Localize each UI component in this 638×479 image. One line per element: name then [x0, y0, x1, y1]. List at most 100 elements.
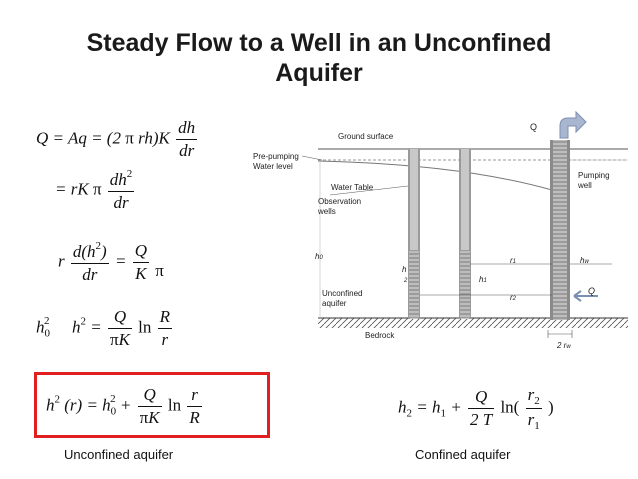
discharge-arrow [559, 110, 587, 139]
eq2-num-text: dh [109, 170, 127, 189]
eq1-num: dh [176, 118, 198, 140]
caption-confined: Confined aquifer [415, 447, 511, 462]
label-observation-1: Observation [318, 197, 362, 206]
eq6-close: ) [547, 397, 554, 417]
label-h0: h0 [315, 252, 323, 263]
eq5-den-text: K [148, 408, 160, 427]
eq3-num: d(h2) [70, 240, 109, 264]
eq5-sup: 2 [110, 393, 116, 406]
eq6-rnum: r2 [525, 385, 542, 409]
eq4-rfraction: R r [157, 307, 173, 350]
eq6-fraction: Q 2 T [467, 387, 495, 430]
r1-sub: 1 [512, 259, 517, 265]
eq6-equals: = h [416, 397, 441, 417]
eq5-plus: + [119, 395, 132, 415]
eq5-arg: (r) = h [64, 395, 111, 415]
eq6-rfraction: r2 r 1 [525, 385, 542, 432]
rw-sub: w [566, 344, 571, 350]
label-pumping-well: Pumping well [578, 171, 610, 191]
eq3-num-close: ) [101, 242, 107, 261]
eq5-rfraction: r R [187, 385, 202, 428]
label-r2: r2 [510, 293, 516, 304]
eq6-sub: 1 [440, 407, 446, 420]
eq5-den: πK [138, 407, 162, 428]
eq3-rnum: Q [132, 241, 149, 263]
eq3-fraction: d(h2) dr [70, 240, 109, 285]
equation-unconfined-result: h2 (r) = h02 + Q πK ln r R [46, 385, 204, 428]
eq2-num: dh2 [107, 168, 135, 192]
eq4-h2-sup: 2 [80, 315, 87, 328]
pre-pumping-leader [301, 155, 323, 161]
label-ground-surface: Ground surface [338, 132, 394, 141]
eq3-num-text: d(h [72, 242, 96, 261]
pi-symbol: π [109, 330, 119, 349]
eq2-num-sup: 2 [126, 168, 133, 180]
eq5-sub: 0 [110, 405, 117, 418]
eq2-den: dr [113, 193, 129, 212]
equation-integrated: h02 h2 = Q πK ln R r [36, 307, 174, 350]
eq4-equals: = [90, 317, 102, 337]
eq5-rden: R [189, 408, 200, 427]
label-pumping-1: Pumping [578, 171, 610, 180]
r2-sub: 2 [512, 296, 517, 302]
eq5-h-sup: 2 [54, 393, 61, 406]
equation-darcy-flow: Q = Aq = (2 π rh)K dh dr [36, 118, 199, 161]
eq6-rden-sub: 1 [534, 420, 540, 432]
eq6-rnum-text: r [527, 385, 535, 404]
label-unconfined-2: aquifer [322, 299, 347, 308]
h0-text: h [315, 252, 320, 261]
eq4-h-sup: 2 [44, 315, 50, 328]
eq6-plus: + [450, 397, 462, 417]
label-pre-pumping-1: Pre-pumping [253, 152, 299, 161]
eq1-den: dr [179, 141, 195, 160]
eq4-h-sub: 0 [44, 327, 51, 340]
eq6-h: h [398, 397, 407, 417]
r2-text: r [510, 293, 513, 302]
eq6-den: 2 T [468, 409, 494, 430]
label-observation-2: wells [318, 207, 336, 216]
caption-unconfined: Unconfined aquifer [64, 447, 174, 462]
eq3-rden: K [135, 264, 147, 283]
label-q-side: Q [588, 286, 596, 296]
eq6-den-text: 2 T [469, 410, 493, 429]
eq3-den: dr [82, 265, 98, 284]
r1-text: r [510, 256, 513, 265]
pi-symbol: π [155, 261, 164, 281]
label-observation-wells: Observation wells [318, 197, 361, 217]
eq4-den: πK [108, 329, 132, 350]
eq6-h-sub: 2 [406, 407, 413, 420]
eq3-num-sup: 2 [95, 240, 102, 252]
h2-text: h [402, 265, 407, 274]
inflow-arrow [573, 290, 598, 302]
eq3-equals: = [114, 251, 127, 271]
label-water-table: Water Table [331, 183, 374, 192]
eq4-ln: ln [138, 317, 152, 337]
slide-title: Steady Flow to a Well in an Unconfined A… [0, 28, 638, 88]
eq3-r: r [58, 251, 65, 271]
label-h1: h1 [479, 275, 487, 286]
label-hw: hw [580, 256, 589, 267]
eq5-ln: ln [167, 395, 182, 415]
label-pre-pumping: Pre-pumping Water level [253, 152, 299, 172]
hw-text: h [580, 256, 585, 265]
equation-differential: r d(h2) dr = Q K π [58, 240, 164, 285]
eq2-pre: = rK [55, 179, 89, 199]
bedrock-hatch [318, 318, 628, 328]
h0-sub: 0 [319, 255, 323, 261]
label-q-top: Q [530, 122, 538, 132]
eq4-den-text: K [118, 330, 130, 349]
eq1-fraction: dh dr [176, 118, 198, 161]
eq5-num: Q [137, 385, 162, 407]
title-line-1: Steady Flow to a Well in an Unconfined [86, 29, 552, 57]
label-bedrock: Bedrock [365, 331, 395, 340]
highlight-box [34, 372, 270, 438]
hw-sub: w [584, 259, 589, 265]
eq4-fraction: Q πK [107, 307, 132, 350]
eq6-rnum-sub: 2 [534, 395, 540, 407]
eq6-ln: ln( [500, 397, 520, 417]
h1-sub: 1 [483, 278, 487, 284]
water-table-curve [317, 160, 553, 191]
eq5-fraction: Q πK [137, 385, 162, 428]
eq4-h2: h [72, 317, 81, 337]
